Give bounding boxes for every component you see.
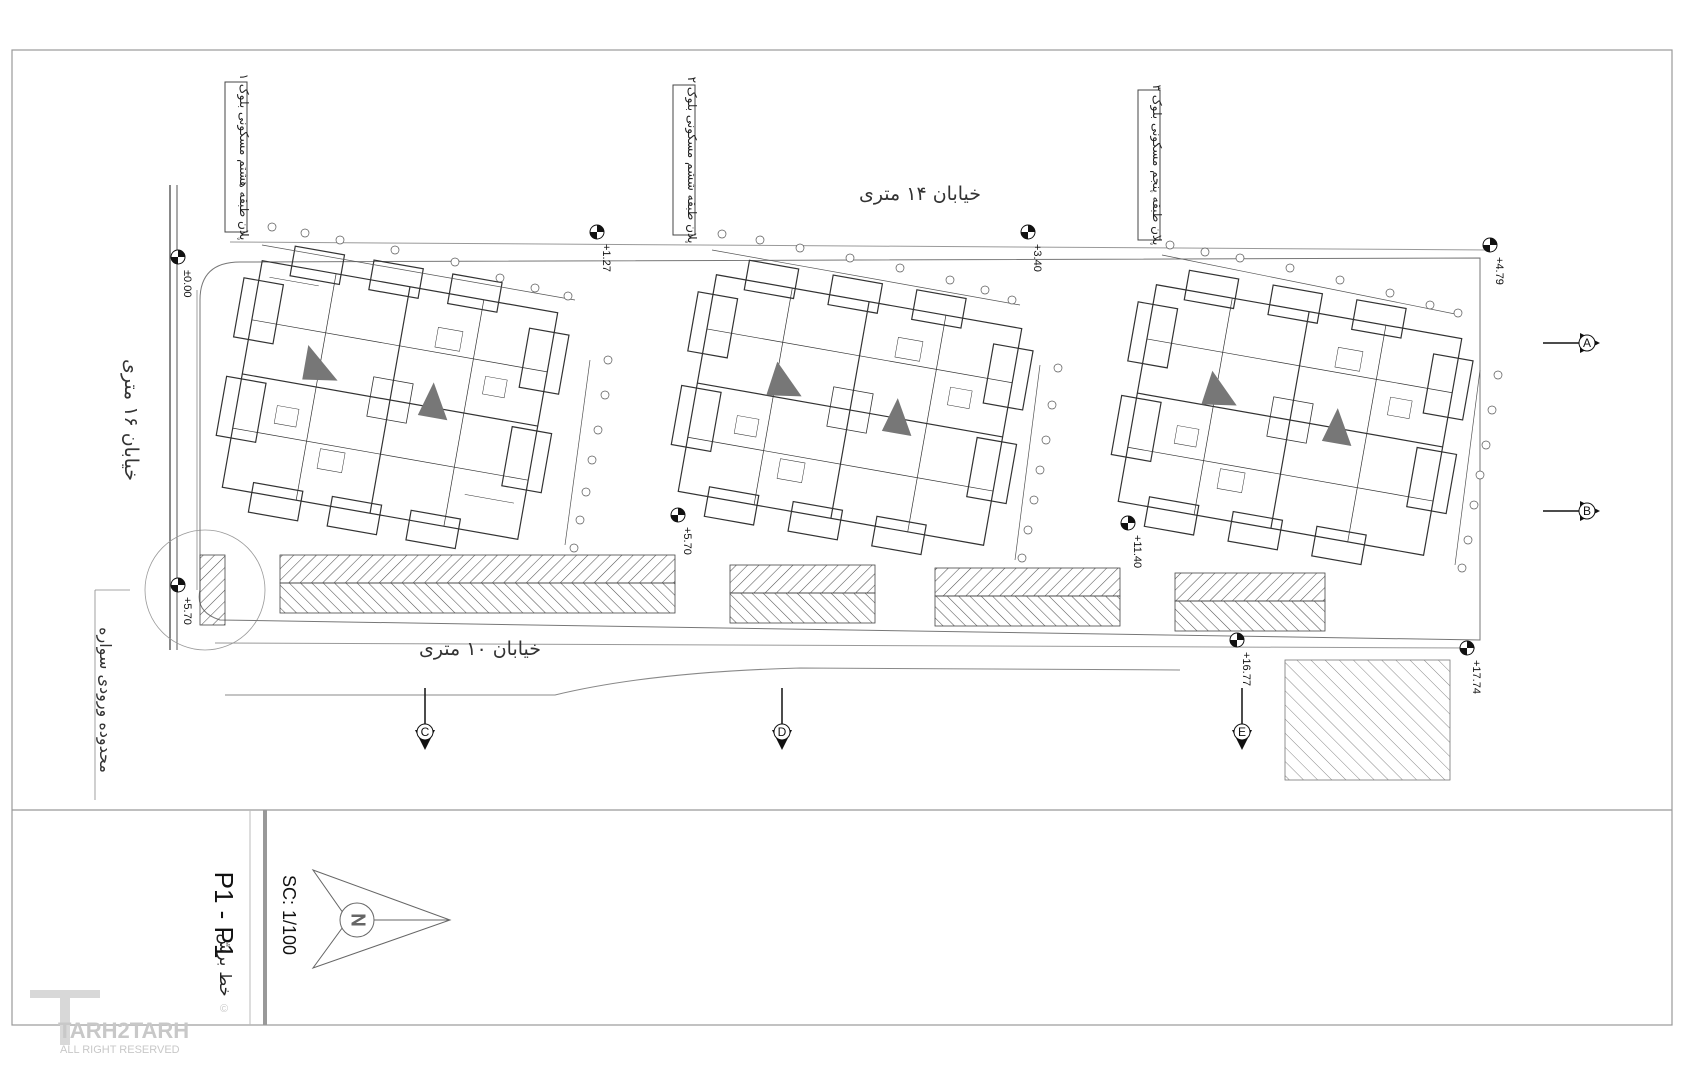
- section-marker-b-label: B: [1583, 504, 1591, 518]
- block-caption-2-text: پلان طبقه ششم مسکونی بلوک ۲: [684, 77, 699, 244]
- block-caption-3-text: پلان طبقه پنجم مسکونی بلوک ۳: [1149, 85, 1164, 246]
- section-marker-d-label: D: [778, 725, 787, 739]
- section-marker-e-label: E: [1238, 725, 1246, 739]
- block-caption-3: پلان طبقه پنجم مسکونی بلوک ۳: [1137, 85, 1164, 246]
- section-title: P1 - P1: [209, 872, 239, 959]
- level-text-0: ±0.00: [181, 270, 193, 297]
- level-marker: +5.70: [670, 507, 693, 555]
- block-caption-2: پلان طبقه ششم مسکونی بلوک ۲: [672, 77, 699, 244]
- level-text-4: +5.70: [181, 597, 193, 625]
- building-block-1: [215, 245, 570, 550]
- level-text-8: +17.74: [1470, 660, 1482, 694]
- section-marker-a-label: A: [1583, 336, 1591, 350]
- section-marker-a: A: [1543, 333, 1600, 353]
- watermark-rights: ALL RIGHT RESERVED: [60, 1044, 180, 1056]
- watermark-brand: TARH2TARH: [58, 1018, 189, 1043]
- section-title-fa: خط برش: [215, 934, 235, 997]
- level-marker: +17.74: [1459, 640, 1482, 694]
- block-caption-1-text: پلان طبقه هشتم مسکونی بلوک ۱: [236, 74, 251, 241]
- scale-label: SC: 1/100: [279, 875, 299, 955]
- level-marker: +4.79: [1482, 237, 1505, 285]
- level-marker: +16.77: [1229, 632, 1252, 686]
- level-marker: +3.40: [1020, 224, 1043, 272]
- site-boundary: [198, 241, 1491, 696]
- level-text-3: +4.79: [1493, 257, 1505, 285]
- building-block-3: [1110, 269, 1474, 566]
- level-text-2: +3.40: [1031, 244, 1043, 272]
- level-text-6: +11.40: [1131, 535, 1143, 568]
- dimension-lines: [261, 222, 1503, 573]
- street-south-label: خیابان ۱۰ متری: [419, 638, 541, 660]
- section-marker-c-label: C: [421, 725, 430, 739]
- watermark-copyright: ©: [220, 1003, 228, 1015]
- level-marker: ±0.00: [170, 249, 193, 297]
- level-marker: +1.27: [589, 224, 612, 272]
- block-caption-1: پلان طبقه هشتم مسکونی بلوک ۱: [224, 74, 251, 241]
- vehicle-entry-label: محدوده ورودی سواره: [95, 627, 115, 773]
- west-street: [94, 185, 266, 800]
- level-marker: +11.40: [1120, 515, 1143, 568]
- section-marker-d: D: [772, 688, 792, 750]
- section-marker-b: B: [1543, 501, 1600, 521]
- section-marker-e: E: [1232, 688, 1252, 750]
- watermark-logo: TARH2TARH ALL RIGHT RESERVED ©: [30, 990, 228, 1056]
- level-text-5: +5.70: [681, 527, 693, 555]
- parking-hatch: [199, 554, 1451, 781]
- north-arrow-icon: N: [311, 868, 452, 970]
- street-north-label: خیابان ۱۴ متری: [859, 183, 981, 205]
- street-west-label: خیابان ۱۶ متری: [120, 359, 142, 481]
- level-text-7: +16.77: [1240, 652, 1252, 686]
- section-marker-c: C: [415, 688, 435, 750]
- level-text-1: +1.27: [600, 244, 612, 272]
- building-block-2: [670, 259, 1034, 556]
- level-marker: +5.70: [170, 577, 193, 625]
- north-arrow-letter: N: [348, 914, 368, 927]
- sheet-border: [11, 49, 1673, 1026]
